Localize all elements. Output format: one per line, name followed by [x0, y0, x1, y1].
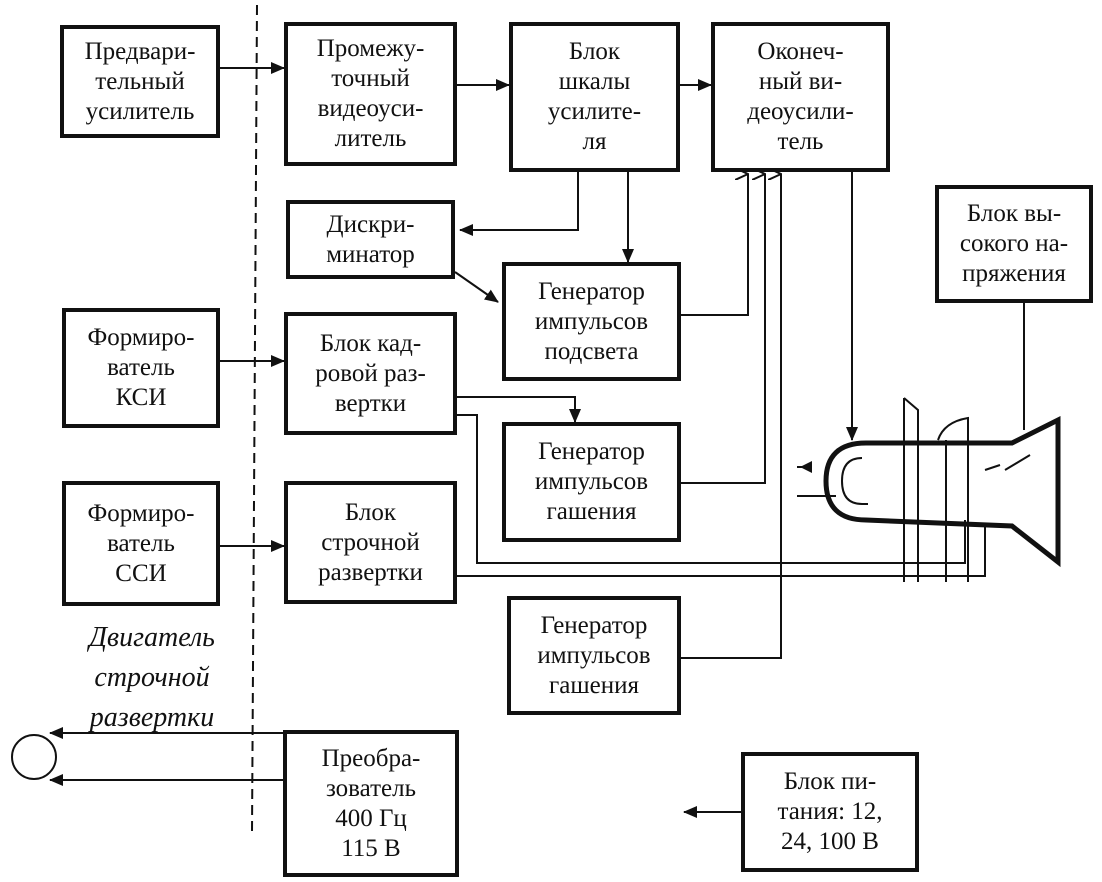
block-line-sync-former: Формиро- ватель ССИ — [62, 481, 220, 606]
separator-dashed-line — [251, 4, 258, 833]
block-discriminator-label: Дискри- минатор — [326, 210, 415, 268]
conn-blanking2-to-final — [681, 174, 782, 659]
block-blanking-gen-1-label: Генератор импульсов гашения — [534, 438, 649, 525]
block-backlight-pulse-gen-label: Генератор импульсов подсвета — [534, 277, 649, 365]
conn-blanking1-to-final — [681, 174, 766, 484]
motor-icon — [11, 734, 57, 780]
block-converter: Преобра- зователь 400 Гц 115 В — [283, 730, 459, 877]
block-preamp-label: Предвари- тельный усилитель — [84, 37, 196, 125]
block-frame-sync-former: Формиро- ватель КСИ — [62, 308, 220, 428]
crt-tube-icon — [797, 397, 1061, 582]
line-scan-motor-label: Двигатель строчной развертки — [89, 622, 215, 733]
block-blanking-gen-2-label: Генератор импульсов гашения — [537, 611, 651, 699]
block-discriminator: Дискри- минатор — [286, 200, 455, 279]
conn-frame-scan-to-crt — [457, 414, 966, 564]
block-power-supply-label: Блок пи- тания: 12, 24, 100 В — [777, 768, 883, 855]
block-final-video-amp: Оконеч- ный ви- деоусили- тель — [711, 22, 890, 172]
block-frame-scan-label: Блок кад- ровой раз- вертки — [315, 329, 426, 417]
conn-frame-scan-to-blanking1 — [457, 396, 581, 423]
block-intermediate-video-amp-label: Промежу- точный видеоуси- литель — [316, 35, 425, 152]
connections — [49, 62, 1025, 818]
block-high-voltage: Блок вы- сокого на- пряжения — [935, 185, 1093, 303]
block-power-supply: Блок пи- тания: 12, 24, 100 В — [741, 752, 919, 872]
conn-backlight-gen-to-final — [681, 174, 749, 316]
block-high-voltage-label: Блок вы- сокого на- пряжения — [959, 200, 1069, 287]
block-intermediate-video-amp: Промежу- точный видеоуси- литель — [284, 22, 457, 166]
block-frame-scan: Блок кад- ровой раз- вертки — [284, 312, 457, 435]
block-final-video-amp-label: Оконеч- ный ви- деоусили- тель — [747, 38, 854, 155]
block-line-scan-label: Блок строчной развертки — [318, 498, 423, 586]
block-backlight-pulse-gen: Генератор импульсов подсвета — [502, 262, 681, 381]
block-blanking-gen-2: Генератор импульсов гашения — [507, 596, 681, 715]
block-line-scan: Блок строчной развертки — [284, 481, 457, 604]
conn-scale-to-discriminator — [459, 172, 579, 236]
block-frame-sync-former-label: Формиро- ватель КСИ — [87, 324, 195, 411]
block-line-sync-former-label: Формиро- ватель ССИ — [87, 499, 195, 587]
conn-discriminator-to-backlight-gen — [454, 271, 499, 303]
block-converter-label: Преобра- зователь 400 Гц 115 В — [321, 744, 421, 862]
block-blanking-gen-1: Генератор импульсов гашения — [502, 422, 681, 542]
block-preamp: Предвари- тельный усилитель — [60, 25, 220, 138]
block-scale: Блок шкалы усилите- ля — [509, 22, 680, 172]
conn-line-scan-to-crt — [457, 525, 986, 577]
block-scale-label: Блок шкалы усилите- ля — [547, 38, 642, 155]
